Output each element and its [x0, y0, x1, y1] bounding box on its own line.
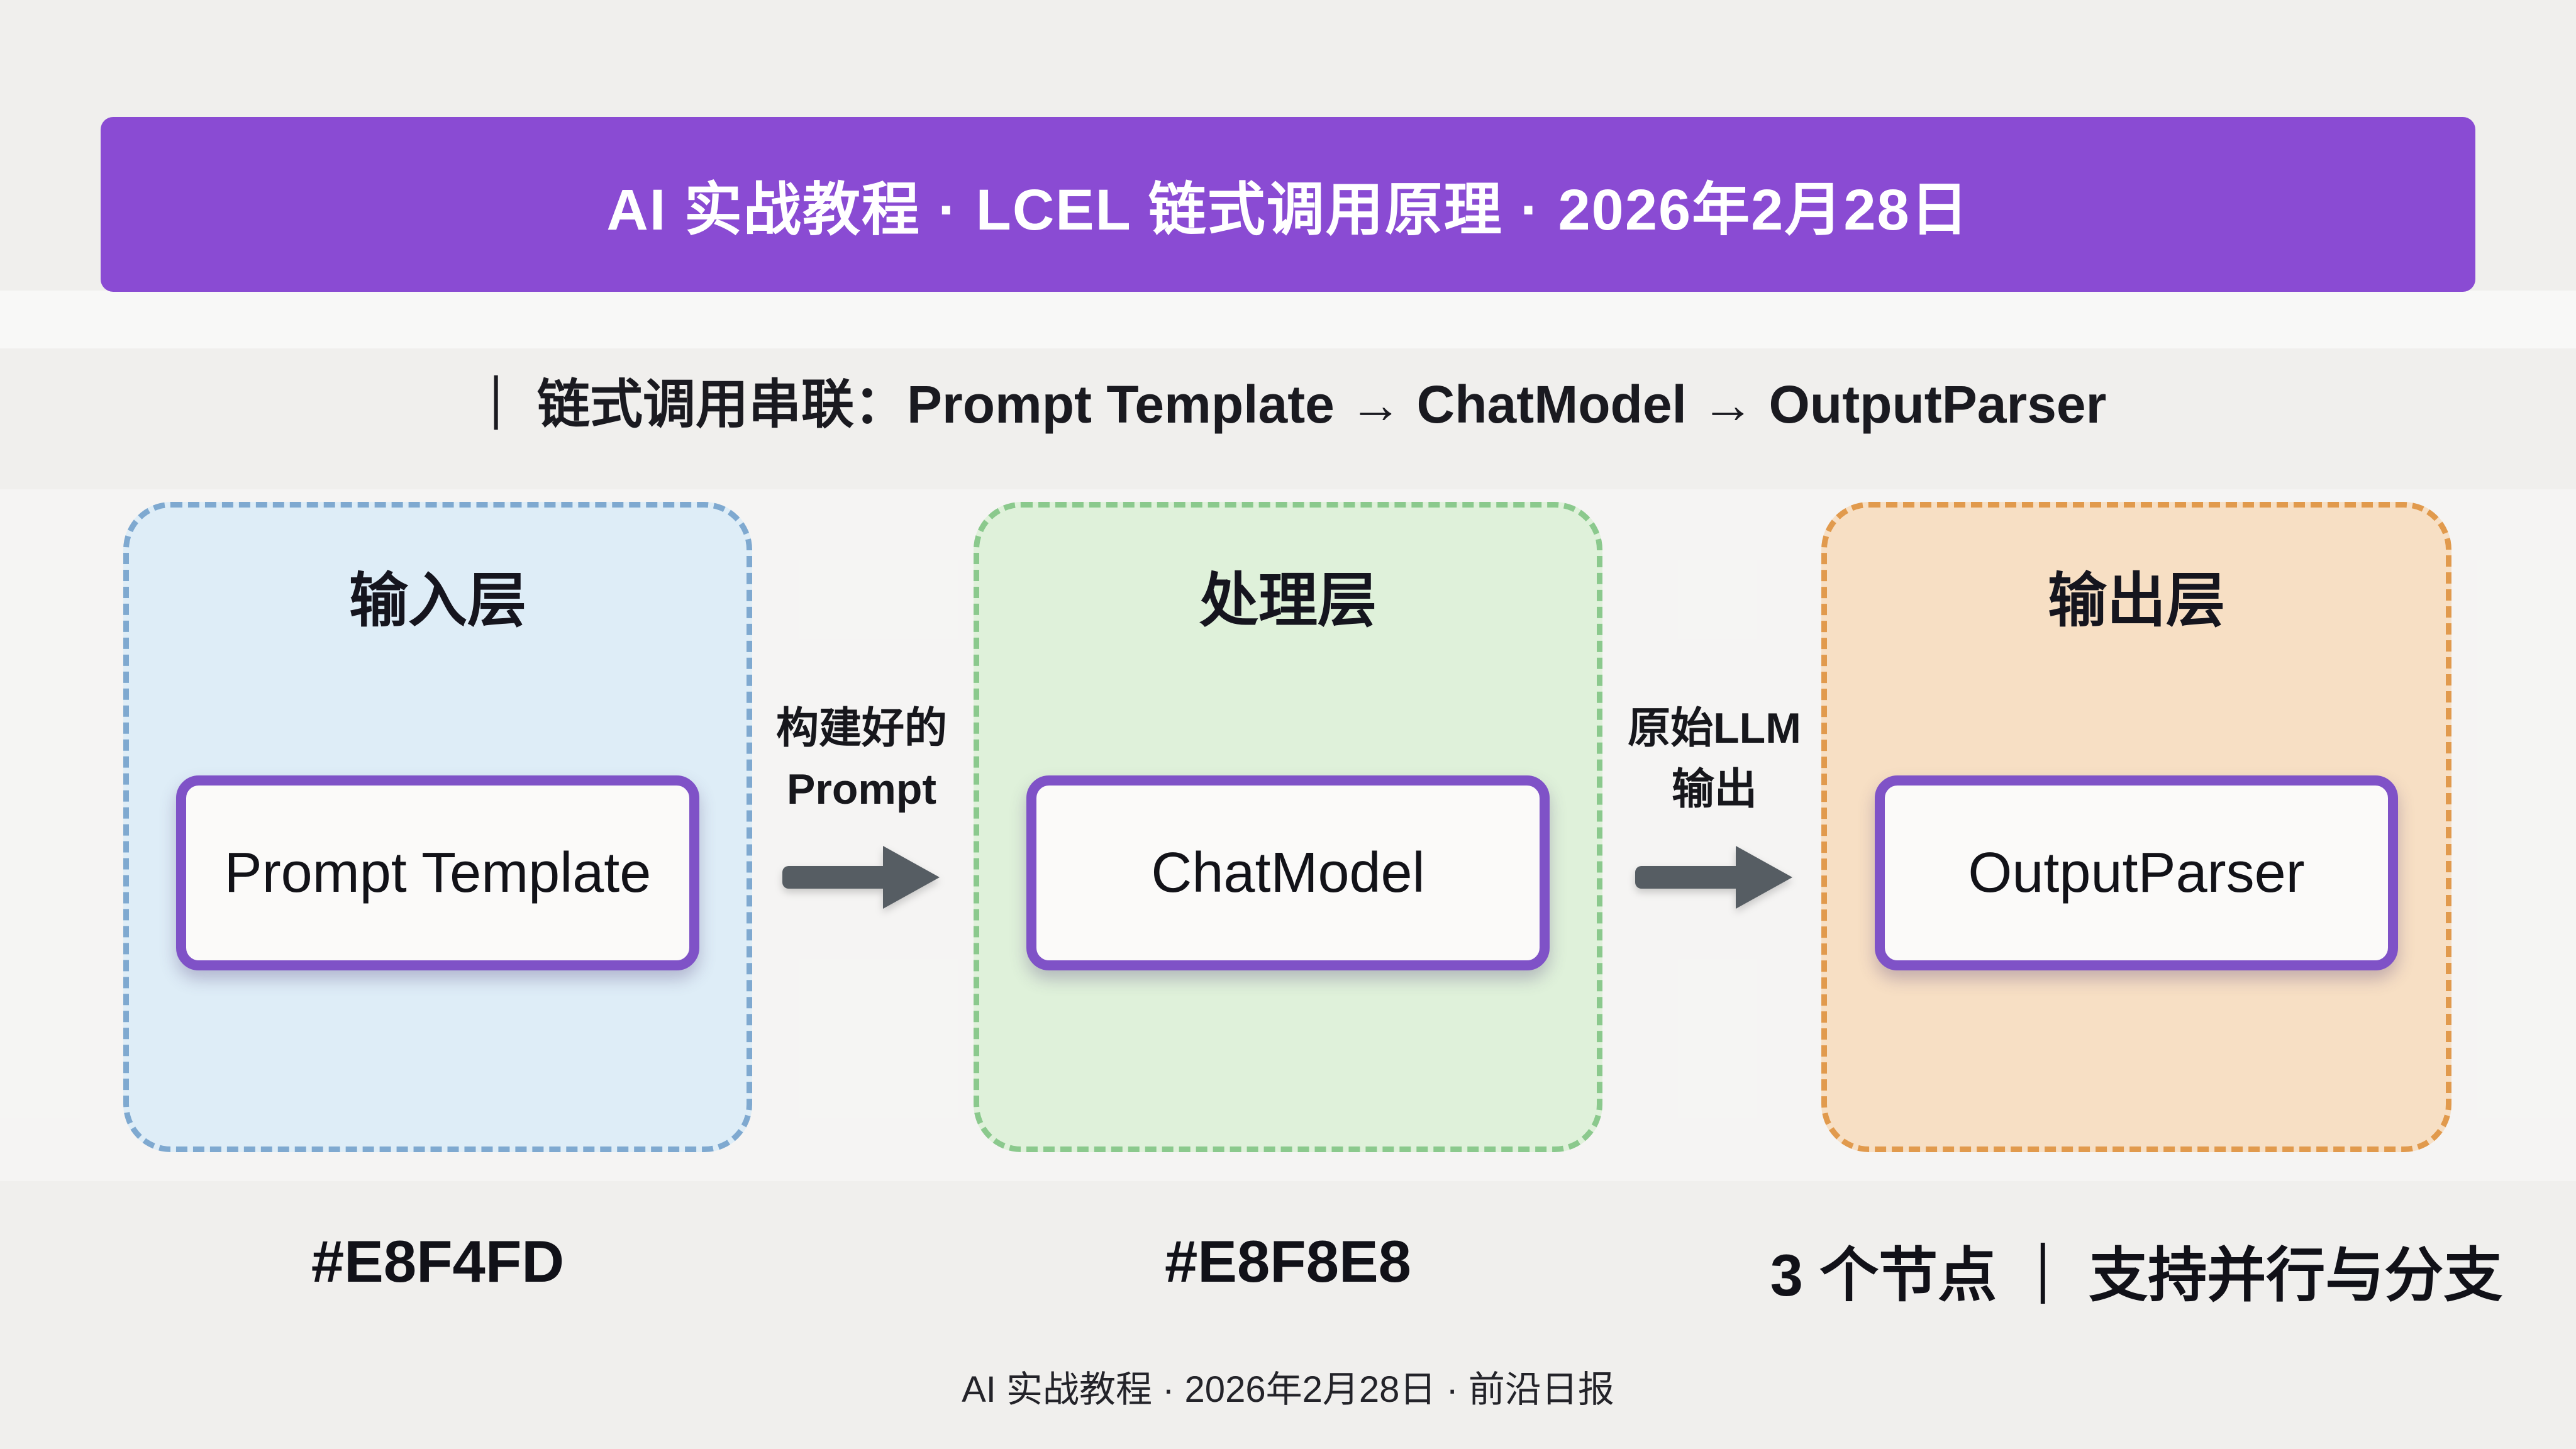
arrow-label-2-line1: 原始LLM [1628, 704, 1801, 752]
layer-title-input: 输入层 [348, 567, 526, 633]
node-label-chatmodel: ChatModel [1151, 841, 1425, 904]
node-prompt-template: Prompt Template [176, 775, 699, 970]
arrow-group-1: 构建好的 Prompt [648, 698, 1075, 913]
arrow-group-2: 原始LLM 输出 [1501, 698, 1928, 913]
background-band-subtitle [0, 291, 2576, 348]
layer-box-input: 输入层 Prompt Template [123, 502, 752, 1152]
arrow-label-2: 原始LLM 输出 [1501, 698, 1928, 819]
chain-subtitle: ｜ 链式调用串联：Prompt Template → ChatModel → O… [469, 375, 2107, 434]
footnote-process-hex: #E8F8E8 [1165, 1228, 1411, 1294]
arrow-label-1-line2: Prompt [787, 765, 936, 813]
layer-box-process: 处理层 ChatModel [974, 502, 1602, 1152]
header-banner: AI 实战教程 · LCEL 链式调用原理 · 2026年2月28日 [101, 117, 2475, 292]
right-arrow-icon [781, 842, 942, 913]
node-label-prompt-template: Prompt Template [224, 841, 652, 904]
footnote-output-stats: 3 个节点 ｜ 支持并行与分支 [1770, 1242, 2503, 1308]
arrow-label-1-line1: 构建好的 [775, 704, 947, 752]
right-arrow-icon [1634, 842, 1795, 913]
footer-caption: AI 实战教程 · 2026年2月28日 · 前沿日报 [962, 1369, 1614, 1410]
layer-title-output: 输出层 [2047, 567, 2225, 633]
layer-title-process: 处理层 [1199, 567, 1377, 633]
header-title: AI 实战教程 · LCEL 链式调用原理 · 2026年2月28日 [606, 177, 1970, 242]
arrow-label-2-line2: 输出 [1671, 765, 1757, 813]
node-chatmodel: ChatModel [1026, 775, 1550, 970]
arrow-label-1: 构建好的 Prompt [648, 698, 1075, 819]
node-label-outputparser: OutputParser [1968, 841, 2305, 904]
footnote-input-hex: #E8F4FD [311, 1228, 565, 1294]
layer-box-output: 输出层 OutputParser [1821, 502, 2451, 1152]
node-outputparser: OutputParser [1875, 775, 2398, 970]
